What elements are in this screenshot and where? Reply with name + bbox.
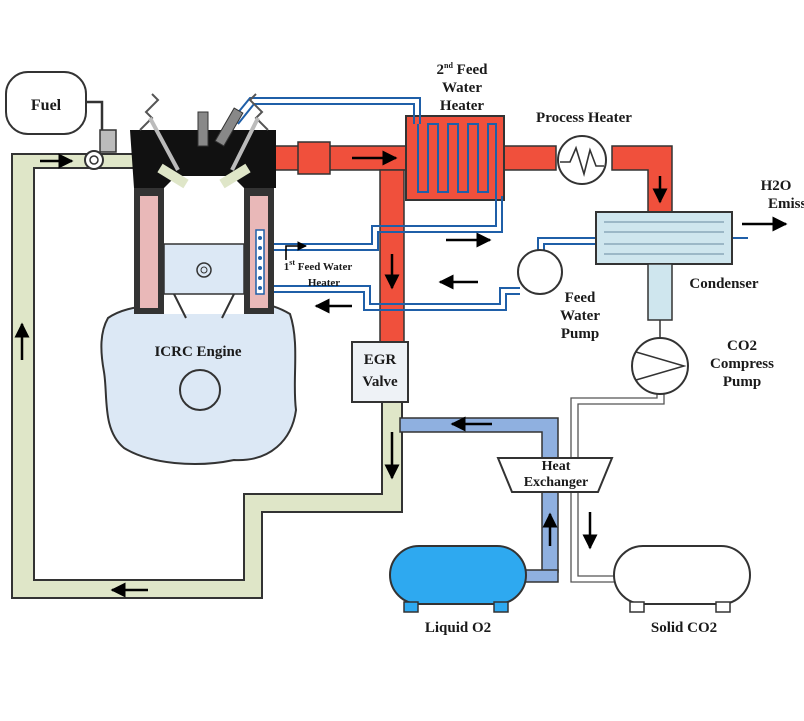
emission-label-line2: Emission (768, 196, 804, 212)
fwh1-label-line2: Heater (308, 277, 340, 289)
heat-exchanger (496, 457, 614, 493)
process-heater-coil-icon (560, 145, 604, 177)
pump-label-line1: Feed (565, 290, 596, 306)
co2-line (570, 392, 665, 583)
liquid-o2-tank (389, 545, 527, 613)
pump-label-line2: Water (560, 308, 600, 324)
valve-spring-icon (248, 93, 269, 131)
egr-valve (351, 341, 409, 403)
liquid-o2-label: Liquid O2 (425, 620, 491, 636)
water-line (231, 97, 748, 311)
pump-label-line3: Pump (561, 326, 599, 342)
fuel-supply (5, 71, 117, 170)
egr-label-line2: Valve (362, 374, 398, 390)
valve-spring-icon (139, 93, 160, 131)
feed-water-pump (517, 249, 563, 295)
recirculation-duct (11, 153, 403, 599)
solid-co2-tank (613, 545, 751, 613)
hx-label-line1: Heat (542, 459, 571, 474)
fwh2-label-line3: Heater (440, 98, 484, 114)
second-feed-water-heater (405, 115, 505, 201)
flow-arrows (14, 150, 788, 598)
fwh2-label-line2: Water (442, 80, 482, 96)
process-heater (557, 135, 607, 185)
pump-icon (517, 249, 563, 295)
condenser (595, 211, 733, 321)
fuel-injector-icon (197, 111, 209, 147)
flow-arrow-icon (285, 241, 307, 260)
solid-co2-label: Solid CO2 (651, 620, 717, 636)
co2-label-line3: Pump (723, 374, 761, 390)
co2-label-line2: Compress (710, 356, 774, 372)
fuel-label: Fuel (31, 97, 62, 114)
co2-compress-pump (631, 320, 689, 395)
condenser-label: Condenser (689, 276, 759, 292)
hx-label-line2: Exchanger (524, 475, 589, 490)
icrc-engine (100, 93, 298, 465)
process-heater-label: Process Heater (536, 110, 632, 126)
fwh1-label-line1: 1st Feed Water (284, 258, 353, 273)
engine-label: ICRC Engine (154, 344, 241, 360)
egr-label-line1: EGR (364, 352, 397, 368)
fwh2-label-line1: 2nd Feed (437, 61, 489, 78)
emission-label-line1: H2O (761, 178, 792, 194)
co2-label-line1: CO2 (727, 338, 757, 354)
